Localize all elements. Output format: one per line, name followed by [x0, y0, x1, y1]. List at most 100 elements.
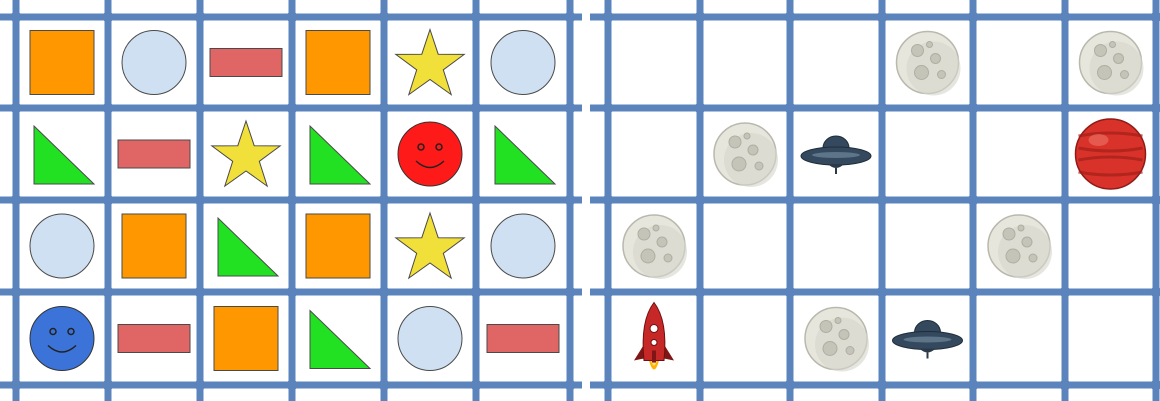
rectangle-icon — [487, 325, 559, 353]
circle-icon — [122, 31, 186, 95]
triangle-icon — [310, 126, 370, 184]
moon-icon — [1080, 32, 1144, 96]
grid-joint — [195, 380, 206, 391]
triangle-icon — [34, 126, 94, 184]
grid-joint — [11, 12, 22, 23]
star-icon — [396, 30, 464, 95]
rectangle-icon — [210, 49, 282, 77]
grid-joint — [968, 103, 979, 114]
moon-icon — [714, 123, 778, 187]
grid-joint — [103, 287, 114, 298]
grid-joint — [471, 287, 482, 298]
grid-joint — [1060, 103, 1071, 114]
grid-joint — [471, 195, 482, 206]
grid-joint — [379, 12, 390, 23]
grid-joint — [968, 12, 979, 23]
grid-joint — [785, 380, 796, 391]
grid-joint — [565, 195, 576, 206]
grid-joint — [1060, 12, 1071, 23]
space-grid-board — [590, 0, 1160, 401]
grid-joint — [877, 12, 888, 23]
rectangle-icon — [118, 325, 190, 353]
grid-joint — [103, 103, 114, 114]
grid-joint — [287, 287, 298, 298]
grid-joint — [379, 287, 390, 298]
grid-joint — [695, 195, 706, 206]
grid-joint — [287, 12, 298, 23]
grid-joint — [877, 103, 888, 114]
smiley-blue-icon — [30, 307, 94, 371]
ufo-icon — [801, 136, 871, 174]
ufo-icon — [893, 321, 963, 359]
square-icon — [122, 214, 186, 278]
grid-joint — [603, 12, 614, 23]
moon-icon — [988, 215, 1052, 279]
star-icon — [212, 121, 280, 186]
triangle-icon — [495, 126, 555, 184]
grid-joint — [1060, 287, 1071, 298]
grid-joint — [603, 287, 614, 298]
grid-joint — [1151, 12, 1160, 23]
grid-joint — [968, 380, 979, 391]
grid-joint — [968, 287, 979, 298]
grid-joint — [603, 195, 614, 206]
grid-joint — [785, 103, 796, 114]
grid-joint — [1151, 103, 1160, 114]
grid-joint — [877, 195, 888, 206]
grid-joint — [695, 103, 706, 114]
grid-joint — [565, 380, 576, 391]
grid-joint — [103, 380, 114, 391]
grid-joint — [785, 195, 796, 206]
grid-joint — [603, 380, 614, 391]
grid-joint — [195, 287, 206, 298]
grid-joint — [287, 380, 298, 391]
grid-joint — [565, 12, 576, 23]
shape-grid-board — [0, 0, 582, 401]
grid-joint — [379, 195, 390, 206]
grid-joint — [287, 103, 298, 114]
circle-icon — [491, 31, 555, 95]
square-icon — [214, 307, 278, 371]
triangle-icon — [310, 311, 370, 369]
grid-joint — [785, 12, 796, 23]
grid-joint — [471, 103, 482, 114]
grid-joint — [471, 380, 482, 391]
grid-joint — [11, 195, 22, 206]
grid-joint — [103, 12, 114, 23]
grid-joint — [1151, 380, 1160, 391]
circle-icon — [398, 307, 462, 371]
grid-joint — [695, 12, 706, 23]
red-planet-icon — [1076, 119, 1146, 189]
moon-icon — [805, 308, 869, 372]
circle-icon — [30, 214, 94, 278]
grid-joint — [195, 12, 206, 23]
space-grid-lines — [590, 0, 1160, 401]
grid-joint — [11, 287, 22, 298]
grid-joint — [968, 195, 979, 206]
grid-joint — [695, 287, 706, 298]
grid-joint — [11, 380, 22, 391]
square-icon — [306, 214, 370, 278]
grid-joint — [695, 380, 706, 391]
grid-joint — [1151, 287, 1160, 298]
grid-joint — [195, 195, 206, 206]
smiley-red-icon — [398, 122, 462, 186]
circle-icon — [491, 214, 555, 278]
grid-joint — [565, 287, 576, 298]
grid-joint — [603, 103, 614, 114]
grid-joint — [565, 103, 576, 114]
grid-joint — [877, 287, 888, 298]
square-icon — [306, 31, 370, 95]
rocket-icon — [634, 303, 674, 370]
grid-joint — [877, 380, 888, 391]
grid-joint — [1151, 195, 1160, 206]
grid-joint — [471, 12, 482, 23]
grid-joint — [1060, 380, 1071, 391]
square-icon — [30, 31, 94, 95]
grid-joint — [287, 195, 298, 206]
grid-joint — [379, 103, 390, 114]
rectangle-icon — [118, 140, 190, 168]
grid-joint — [1060, 195, 1071, 206]
grid-joint — [195, 103, 206, 114]
moon-icon — [623, 215, 687, 279]
